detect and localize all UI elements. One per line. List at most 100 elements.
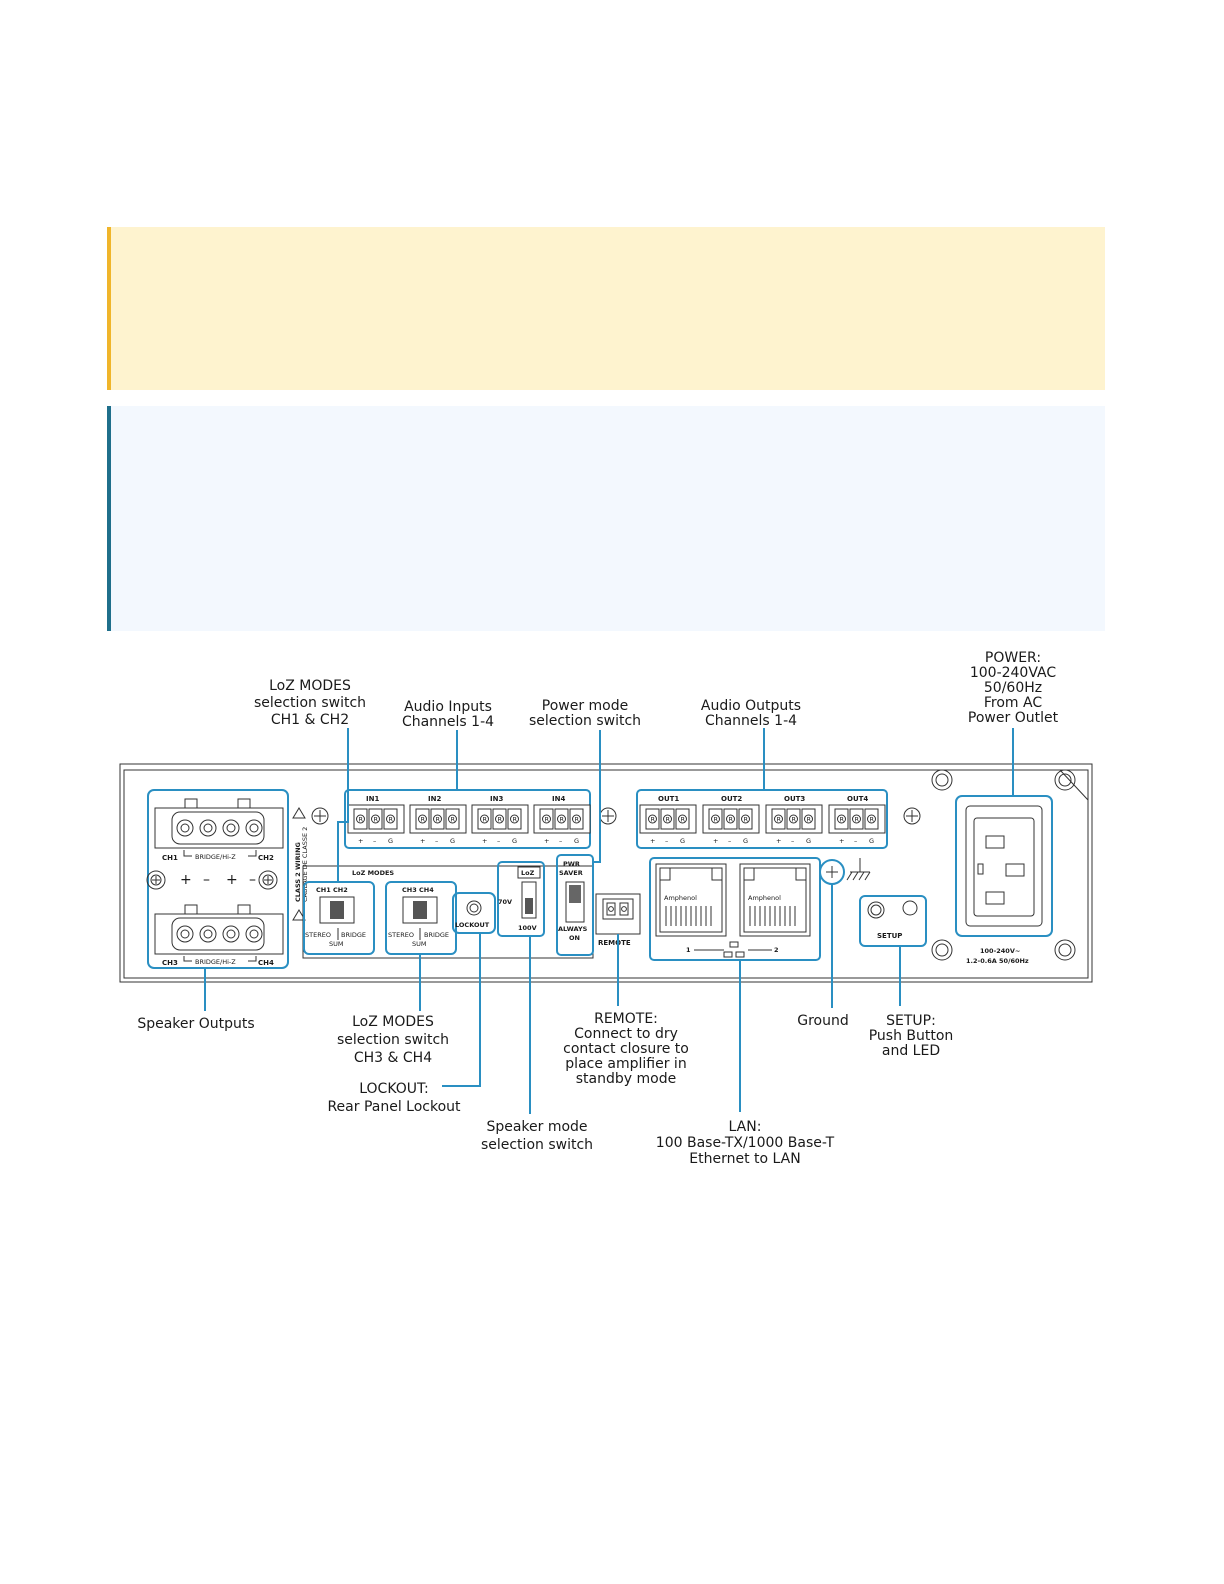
pin-letter: R <box>855 816 860 824</box>
svg-text:contact closure to: contact closure to <box>563 1041 689 1057</box>
audio-input-label: IN1 <box>366 795 379 803</box>
100v-label: 100V <box>518 924 537 932</box>
polarity-1: + <box>180 872 192 888</box>
pin-letter: R <box>870 816 875 824</box>
svg-text:100 Base-TX/1000 Base-T: 100 Base-TX/1000 Base-T <box>656 1135 835 1151</box>
svg-text:Speaker Outputs: Speaker Outputs <box>137 1016 254 1032</box>
pin-polarity: G <box>388 837 393 845</box>
pin-polarity: + <box>650 837 655 845</box>
loz-switch-label: LoZ <box>521 869 535 877</box>
lan-ports: Amphenol Amphenol 1 2 <box>649 857 821 961</box>
audio-output-label: OUT4 <box>847 795 868 803</box>
svg-text:selection switch: selection switch <box>337 1032 449 1048</box>
pin-polarity: + <box>482 837 487 845</box>
leader-lines <box>204 728 1014 1114</box>
pin-letter: R <box>483 816 488 824</box>
pin-polarity: G <box>574 837 579 845</box>
ch3-label: CH3 <box>162 959 178 967</box>
pin-polarity: – <box>497 837 500 845</box>
svg-text:CH1 & CH2: CH1 & CH2 <box>271 712 349 728</box>
lockout-button[interactable] <box>452 892 496 934</box>
audio-input-label: IN2 <box>428 795 441 803</box>
callout-labels: LoZ MODES selection switch CH1 & CH2 Aud… <box>137 650 1058 1167</box>
svg-text:selection switch: selection switch <box>254 695 366 711</box>
ch4-label: CH4 <box>258 959 274 967</box>
class2-warning: CLASS 2 WIRING CABLAGE DE CLASSE 2 <box>292 807 309 921</box>
pin-polarity: + <box>839 837 844 845</box>
power-mode-switch[interactable] <box>556 854 594 956</box>
svg-text:Power mode: Power mode <box>542 698 628 714</box>
lan-port-2[interactable]: Amphenol <box>739 863 811 937</box>
pin-polarity: – <box>665 837 668 845</box>
speaker-outputs: CH1 BRIDGE/Hi-Z CH2 CH3 BRIDGE/Hi-Z CH4 … <box>146 789 289 969</box>
pwr-label: PWR <box>563 860 580 868</box>
label-setup: SETUP: Push Button and LED <box>869 1013 954 1059</box>
label-loz-ch34: LoZ MODES selection switch CH3 & CH4 <box>337 1014 449 1066</box>
audio-input-label: IN3 <box>490 795 503 803</box>
pin-polarity: + <box>776 837 781 845</box>
pin-polarity: G <box>806 837 811 845</box>
pin-polarity: – <box>791 837 794 845</box>
polarity-4: – <box>249 872 256 888</box>
setup-button-led[interactable]: SETUP <box>859 895 927 947</box>
pin-letter: R <box>359 816 364 824</box>
lan-port-1[interactable]: Amphenol <box>655 863 727 937</box>
bridge-label-top: BRIDGE/Hi-Z <box>195 853 236 861</box>
bridge-label-12: BRIDGE <box>341 931 366 939</box>
audio-input-label: IN4 <box>552 795 565 803</box>
ground-terminal <box>819 858 871 885</box>
polarity-2: – <box>203 872 210 888</box>
label-remote: REMOTE: Connect to dry contact closure t… <box>563 1011 689 1087</box>
svg-text:From AC: From AC <box>984 695 1042 711</box>
speaker-terminal <box>176 819 194 837</box>
svg-text:LoZ MODES: LoZ MODES <box>269 678 351 694</box>
svg-text:Rear Panel Lockout: Rear Panel Lockout <box>327 1099 461 1115</box>
bridge-label-bottom: BRIDGE/Hi-Z <box>195 958 236 966</box>
power-rating-line1: 100-240V~ <box>980 947 1020 955</box>
loz-modes-area: LoZ MODES CH1 CH2 STEREO BRIDGE SUM CH3 … <box>302 854 594 959</box>
svg-text:Power Outlet: Power Outlet <box>968 710 1059 726</box>
lan-port-1-number: 1 <box>686 946 691 954</box>
svg-text:Ethernet to LAN: Ethernet to LAN <box>689 1151 800 1167</box>
sum-label-34: SUM <box>412 940 427 948</box>
polarity-3: + <box>226 872 238 888</box>
pin-polarity: – <box>728 837 731 845</box>
ch12-switch-label: CH1 CH2 <box>316 886 348 894</box>
pin-letter: R <box>729 816 734 824</box>
audio-output-label: OUT3 <box>784 795 805 803</box>
pin-polarity: – <box>854 837 857 845</box>
svg-text:LAN:: LAN: <box>729 1119 762 1135</box>
pin-polarity: + <box>420 837 425 845</box>
setup-panel-label: SETUP <box>877 932 902 940</box>
pin-polarity: + <box>544 837 549 845</box>
class2-fr-text: CABLAGE DE CLASSE 2 <box>301 827 309 902</box>
class2-text: CLASS 2 WIRING <box>294 842 302 902</box>
svg-text:and LED: and LED <box>882 1043 940 1059</box>
svg-text:Connect to dry: Connect to dry <box>574 1026 678 1042</box>
label-lan: LAN: 100 Base-TX/1000 Base-T Ethernet to… <box>656 1119 835 1167</box>
speaker-mode-switch[interactable] <box>497 861 545 937</box>
sum-label-12: SUM <box>329 940 344 948</box>
pin-letter: R <box>374 816 379 824</box>
svg-text:Speaker mode: Speaker mode <box>486 1119 587 1135</box>
svg-text:LOCKOUT:: LOCKOUT: <box>359 1081 429 1097</box>
pin-letter: R <box>451 816 456 824</box>
speaker-terminal <box>245 925 263 943</box>
svg-text:Push Button: Push Button <box>869 1028 954 1044</box>
svg-text:Audio Outputs: Audio Outputs <box>701 698 801 714</box>
saver-label: SAVER <box>559 869 583 877</box>
label-audio-inputs: Audio Inputs Channels 1-4 <box>402 699 494 730</box>
warning-callout <box>107 227 1105 390</box>
pin-letter: R <box>651 816 656 824</box>
pin-letter: R <box>498 816 503 824</box>
